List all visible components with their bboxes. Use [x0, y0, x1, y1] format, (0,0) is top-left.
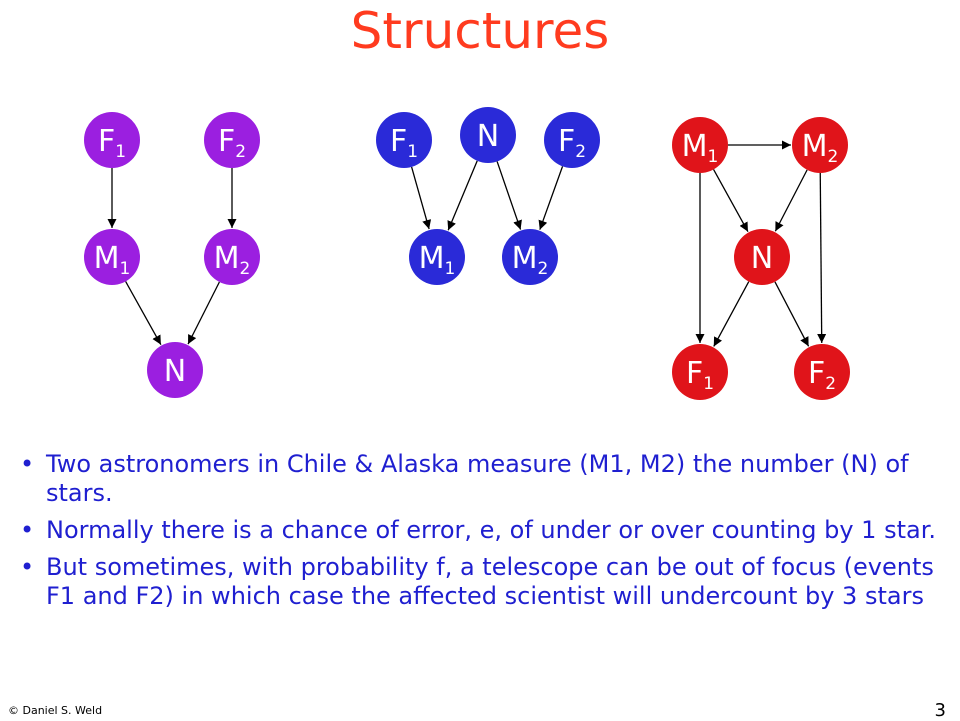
node-circle — [792, 117, 848, 173]
edge-structure-1-m2-n — [187, 281, 220, 345]
node-structure-3-f2: F2 — [794, 344, 850, 400]
edge-structure-2-f1-m1 — [410, 166, 432, 230]
node-circle — [672, 117, 728, 173]
node-structure-1-f1: F1 — [84, 112, 140, 168]
slide-title: Structures — [350, 2, 610, 60]
node-structure-1-f2: F2 — [204, 112, 260, 168]
node-circle — [544, 112, 600, 168]
node-structure-3-m2: M2 — [792, 117, 848, 173]
bullet-list: •Two astronomers in Chile & Alaska measu… — [20, 450, 950, 619]
edge-structure-3-m2-n — [774, 169, 808, 232]
node-structure-1-m2: M2 — [204, 229, 260, 285]
node-structure-1-n: N — [147, 342, 203, 398]
node-structure-3-m1: M1 — [672, 117, 728, 173]
node-structure-2-f2: F2 — [544, 112, 600, 168]
node-structure-2-m1: M1 — [409, 229, 465, 285]
node-label: F2 — [808, 356, 836, 394]
node-label: N — [164, 354, 186, 389]
node-circle — [794, 344, 850, 400]
edge-structure-2-n-m1 — [447, 160, 478, 231]
bullet-item: •But sometimes, with probability f, a te… — [20, 553, 934, 610]
page-number: 3 — [934, 700, 946, 721]
node-circle — [376, 112, 432, 168]
node-structure-3-n: N — [734, 229, 790, 285]
node-label: M2 — [214, 241, 251, 279]
edge-structure-3-n-f1 — [713, 281, 750, 347]
node-circle — [204, 229, 260, 285]
edge-structure-1-m1-n — [125, 281, 162, 345]
node-label: M1 — [94, 241, 131, 279]
node-circle — [84, 229, 140, 285]
node-label: M1 — [419, 241, 456, 279]
bullet-item: •Two astronomers in Chile & Alaska measu… — [20, 450, 909, 507]
node-circle — [409, 229, 465, 285]
bullet-text: Normally there is a chance of error, e, … — [46, 516, 936, 544]
node-structure-2-m2: M2 — [502, 229, 558, 285]
node-label: F2 — [218, 124, 246, 162]
edge-structure-3-m2-f2 — [817, 172, 827, 344]
node-circle — [204, 112, 260, 168]
node-label: N — [751, 241, 773, 276]
node-structure-3-f1: F1 — [672, 344, 728, 400]
node-label: F1 — [686, 356, 714, 394]
node-label: F2 — [558, 124, 586, 162]
node-label: M1 — [682, 129, 719, 167]
node-circle — [502, 229, 558, 285]
node-structure-2-n: N — [460, 107, 516, 163]
node-structure-1-m1: M1 — [84, 229, 140, 285]
node-label: F1 — [98, 124, 126, 162]
edge-structure-2-n-m2 — [496, 161, 522, 230]
node-circle — [672, 344, 728, 400]
edge-structure-3-m1-n — [712, 169, 749, 232]
bullet-item: •Normally there is a chance of error, e,… — [20, 516, 936, 544]
copyright-footer: © Daniel S. Weld — [8, 704, 103, 717]
node-circle — [460, 107, 516, 163]
node-structure-2-f1: F1 — [376, 112, 432, 168]
node-label: N — [477, 119, 499, 154]
node-label: M2 — [512, 241, 549, 279]
node-circle — [84, 112, 140, 168]
edge-structure-3-n-f2 — [774, 281, 810, 347]
node-label: F1 — [390, 124, 418, 162]
node-circle — [147, 342, 203, 398]
edge-structure-2-f2-m2 — [538, 166, 564, 230]
node-circle — [734, 229, 790, 285]
node-label: M2 — [802, 129, 839, 167]
bullet-text: Two astronomers in Chile & Alaska measur… — [46, 450, 909, 507]
bullet-text: But sometimes, with probability f, a tel… — [46, 553, 934, 610]
